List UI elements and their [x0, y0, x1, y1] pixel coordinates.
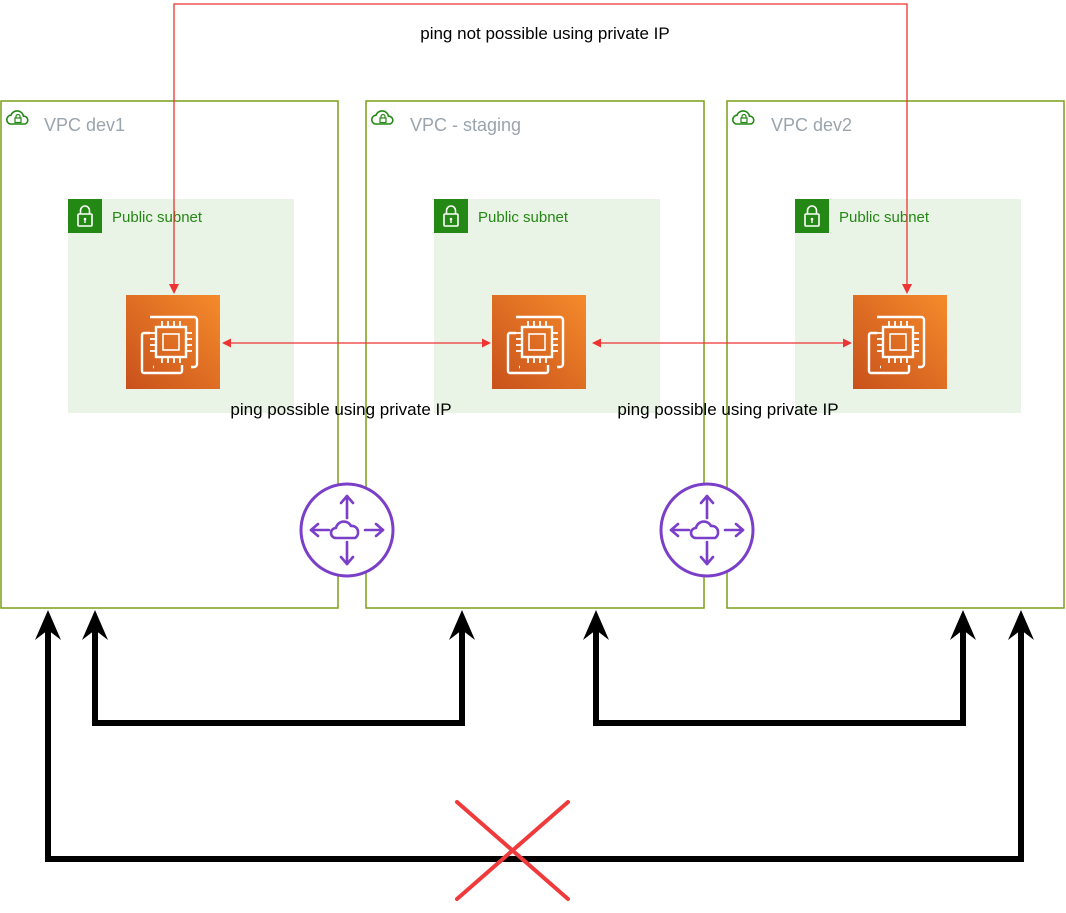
vpc-dev2: VPC dev2 [726, 100, 1065, 609]
ping-not-possible-connector [169, 3, 912, 294]
transitive-connector-dev1-dev2 [35, 610, 1034, 862]
vpc-staging: VPC - staging [365, 100, 705, 609]
subnet-label: Public subnet [839, 209, 930, 226]
padlock-icon [433, 198, 469, 234]
ec2-instance-icon [124, 293, 222, 391]
ping-possible-connector-right [592, 338, 852, 348]
ec2-instance-icon [490, 293, 588, 391]
peering-connector-staging-dev2 [583, 610, 976, 726]
right-annotation: ping possible using private IP [617, 400, 838, 419]
vpc-label: VPC dev1 [44, 115, 125, 135]
cloud-lock-icon [1, 103, 35, 133]
subnet-label: Public subnet [112, 209, 203, 226]
vpc-label: VPC dev2 [771, 115, 852, 135]
vpc-dev1: VPC dev1 [0, 100, 339, 609]
padlock-icon [67, 198, 103, 234]
vpc-peering-icon [299, 482, 395, 578]
subnet-label: Public subnet [478, 209, 569, 226]
padlock-icon [794, 198, 830, 234]
vpc-peering-icon [659, 482, 755, 578]
ping-possible-connector-left [222, 338, 491, 348]
left-annotation: ping possible using private IP [230, 400, 451, 419]
cloud-lock-icon [366, 103, 400, 133]
ec2-instance-icon [851, 293, 949, 391]
top-annotation: ping not possible using private IP [420, 24, 670, 43]
cloud-lock-icon [727, 103, 761, 133]
peering-connector-dev1-staging [82, 610, 475, 726]
red-x-icon [455, 800, 570, 901]
vpc-label: VPC - staging [410, 115, 521, 135]
